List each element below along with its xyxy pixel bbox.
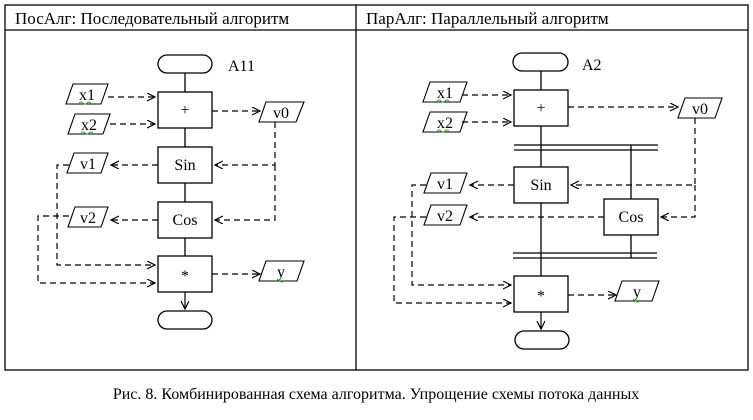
spellcheck-underline: [436, 99, 450, 103]
add-block-label: +: [180, 102, 189, 119]
add-block: [157, 91, 213, 129]
data-x2-label: x2: [81, 117, 97, 134]
spellcheck-underline: [436, 129, 450, 133]
start-terminal: [157, 54, 213, 74]
data-v0: [677, 97, 723, 119]
dataflow-v1-mul: [411, 184, 511, 285]
data-y-label: y: [277, 264, 285, 281]
end-terminal: [514, 330, 570, 350]
diagram-label: A11: [228, 58, 255, 75]
data-x2: [67, 113, 111, 135]
data-v0-label: v0: [273, 105, 289, 122]
data-v0-label: v0: [692, 101, 708, 118]
data-x2-label: x2: [437, 115, 453, 132]
right-panel-header: ПарАлг: Параллельный алгоритм: [366, 9, 609, 28]
data-v2-label: v2: [80, 210, 96, 227]
spellcheck-underline: [80, 131, 94, 135]
spellcheck-underline: [275, 279, 285, 283]
diagram-label: A2: [582, 57, 602, 74]
dataflow-v0-cos: [661, 185, 696, 217]
end-terminal: [157, 310, 213, 330]
dataflow-v2-mul: [393, 216, 511, 303]
dataflow-v0-cos: [215, 165, 276, 220]
mul-block: [157, 255, 213, 293]
data-x1-label: x1: [79, 87, 95, 104]
dataflow-v0-sin: [571, 118, 696, 185]
sin-block-label: Sin: [174, 157, 195, 174]
mul-block: [513, 275, 569, 313]
dataflow-v0-sin: [215, 122, 276, 165]
dataflow-v1-mul: [56, 164, 155, 265]
data-x1-label: x1: [437, 85, 453, 102]
sin-block: [157, 146, 213, 184]
parallel-diagram: A2 + Sin Cos * x1 x2 v0 v1 v2 y: [393, 52, 723, 350]
figure-caption: Рис. 8. Комбинированная схема алгоритма.…: [113, 386, 639, 403]
cos-block-label: Cos: [173, 212, 198, 229]
data-v2-label: v2: [437, 208, 453, 225]
table-frame: [4, 4, 749, 371]
cos-block-label: Cos: [619, 209, 644, 226]
data-x2: [422, 111, 468, 133]
sequential-diagram: A11 + Sin Cos * x1 x2 v0 v1 v2 y: [37, 54, 305, 330]
add-block: [513, 89, 569, 127]
spellcheck-underline: [78, 101, 92, 105]
sin-block-label: Sin: [530, 177, 551, 194]
data-v1: [423, 172, 468, 194]
data-v1-label: v1: [437, 176, 453, 193]
data-v2: [423, 204, 468, 226]
dataflow-v2-mul: [37, 215, 155, 283]
table-border: [4, 4, 749, 371]
data-x1: [65, 83, 109, 105]
cos-block: [603, 198, 659, 236]
data-x1: [422, 81, 468, 103]
data-v1-label: v1: [80, 156, 96, 173]
data-y-label: y: [633, 284, 641, 301]
add-block-label: +: [536, 100, 545, 117]
spellcheck-underline: [631, 299, 641, 303]
cos-block: [157, 201, 213, 239]
start-terminal: [512, 52, 569, 72]
mul-block-label: *: [537, 288, 545, 305]
data-v2: [67, 206, 109, 228]
sin-block: [513, 166, 569, 204]
data-v1: [66, 152, 109, 174]
mul-block-label: *: [181, 268, 189, 285]
left-panel-header: ПосАлг: Последовательный алгоритм: [15, 9, 289, 28]
